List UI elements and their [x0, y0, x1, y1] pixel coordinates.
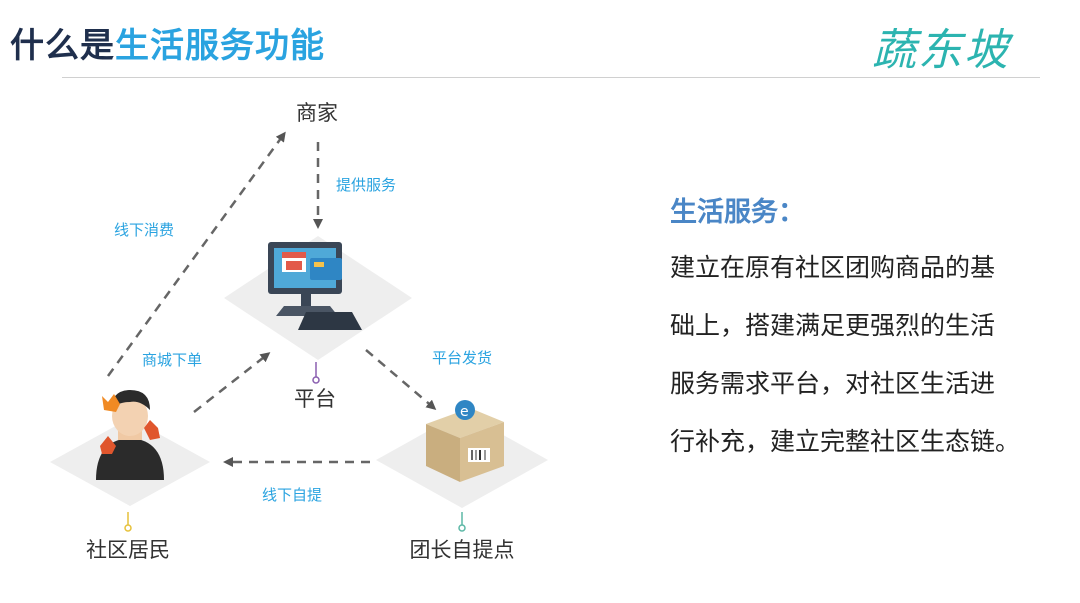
leader-pin [458, 512, 466, 532]
edge-mall-order-label: 商城下单 [142, 351, 202, 369]
description-line: 建立在原有社区团购商品的基 [670, 253, 996, 282]
page-title-prefix: 什么是 [10, 26, 115, 66]
description-panel: 生活服务： 建立在原有社区团购商品的基 础上，搭建满足更强烈的生活 服务需求平台… [670, 190, 1060, 471]
page-title: 什么是生活服务功能 [10, 18, 325, 67]
description-line: 服务需求平台，对社区生活进 [670, 369, 996, 398]
service-flow-diagram: e 商家 平台 社区居民 团长自提点 提供服务 线下消费 商城下单 平台发货 线… [50, 101, 548, 562]
description-body: 建立在原有社区团购商品的基 础上，搭建满足更强烈的生活 服务需求平台，对社区生活… [670, 239, 1060, 471]
page-title-highlight: 生活服务功能 [115, 26, 325, 66]
edge-offline-consume-label: 线下消费 [114, 221, 174, 239]
computer-icon [268, 242, 362, 330]
svg-text:e: e [460, 404, 469, 420]
parcel-icon: e [426, 400, 504, 482]
description-line: 础上，搭建满足更强烈的生活 [670, 311, 996, 340]
platform-pin [312, 362, 320, 384]
resident-pin [124, 512, 132, 532]
node-leader-label: 团长自提点 [410, 538, 515, 562]
edge-platform-ship-label: 平台发货 [432, 349, 492, 367]
edge-offline-pickup-label: 线下自提 [262, 486, 322, 504]
node-merchant-label: 商家 [296, 101, 338, 125]
edge-provide-service-label: 提供服务 [336, 176, 396, 194]
node-resident-label: 社区居民 [86, 538, 170, 562]
header-divider [62, 77, 1040, 78]
arrow-platform-ship [365, 349, 437, 410]
arrow-mall-order [193, 352, 271, 413]
arrow-offline-consume [106, 131, 286, 377]
resident-person-icon [96, 390, 164, 480]
description-line: 行补充，建立完整社区生态链。 [670, 427, 1021, 456]
description-title: 生活服务： [670, 197, 805, 228]
brand-logo: 蔬东坡 [872, 25, 1010, 76]
node-platform-label: 平台 [294, 387, 336, 411]
